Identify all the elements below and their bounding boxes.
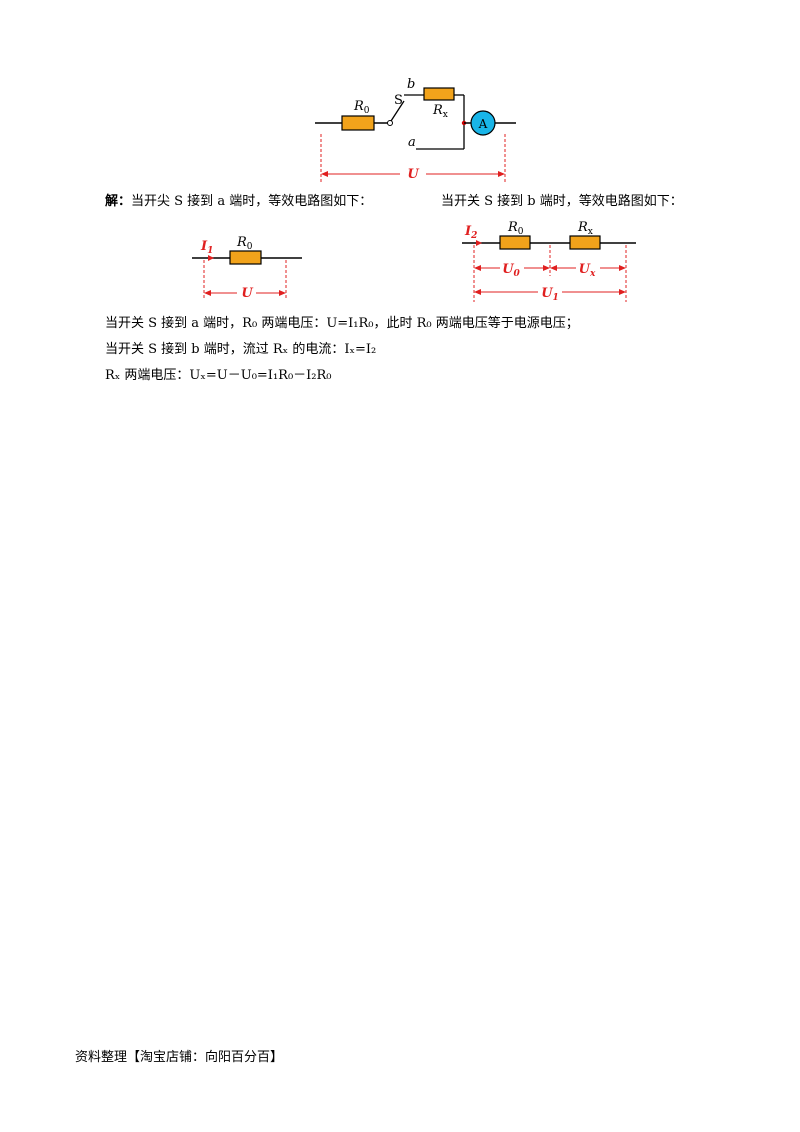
resistor-r0 (341, 115, 375, 131)
label-s: S (394, 93, 403, 108)
left-current-label: I1 (200, 239, 213, 256)
left-resistor-r0 (229, 250, 262, 265)
right-resistor-rx (569, 235, 601, 250)
label-b: b (407, 77, 415, 92)
left-resistor-label: R0 (236, 235, 253, 252)
right-current-label: I2 (464, 224, 477, 241)
right-resistor-r0 (499, 235, 531, 250)
label-r0: R0 (353, 99, 370, 116)
solution-right-caption: 当开关 S 接到 b 端时，等效电路图如下： (441, 194, 683, 209)
right-r0-label: R0 (507, 220, 524, 237)
switch-pivot (387, 120, 393, 126)
page-footer: 资料整理【淘宝店铺：向阳百分百】 (75, 1050, 284, 1065)
right-rx-label: Rx (577, 220, 593, 237)
right-ux-label: Ux (579, 262, 596, 279)
resistor-rx (423, 87, 455, 101)
ammeter-label: A (478, 117, 488, 131)
solution-prefix: 解： (105, 194, 132, 209)
label-rx: Rx (432, 103, 448, 120)
left-equivalent-circuit: I1 R0 U (192, 235, 302, 301)
solution-left-caption: 解：当开尖 S 接到 a 端时，等效电路图如下： (105, 194, 373, 209)
label-a: a (408, 135, 416, 150)
text-line-1: 当开关 S 接到 a 端时，R₀ 两端电压：U=I₁R₀，此时 R₀ 两端电压等… (105, 316, 579, 331)
top-circuit-diagram: A R0 S b a Rx U (315, 77, 516, 184)
right-u1-label: U1 (541, 286, 559, 303)
right-equivalent-circuit: I2 R0 Rx U0 Ux U1 (462, 220, 636, 303)
right-u0-label: U0 (502, 262, 520, 279)
label-u: U (407, 167, 419, 182)
text-line-2: 当开关 S 接到 b 端时，流过 Rₓ 的电流：Iₓ=I₂ (105, 342, 377, 357)
text-line-3: Rₓ 两端电压：Uₓ=U－U₀=I₁R₀－I₂R₀ (105, 368, 332, 383)
left-voltage-label: U (241, 286, 253, 301)
